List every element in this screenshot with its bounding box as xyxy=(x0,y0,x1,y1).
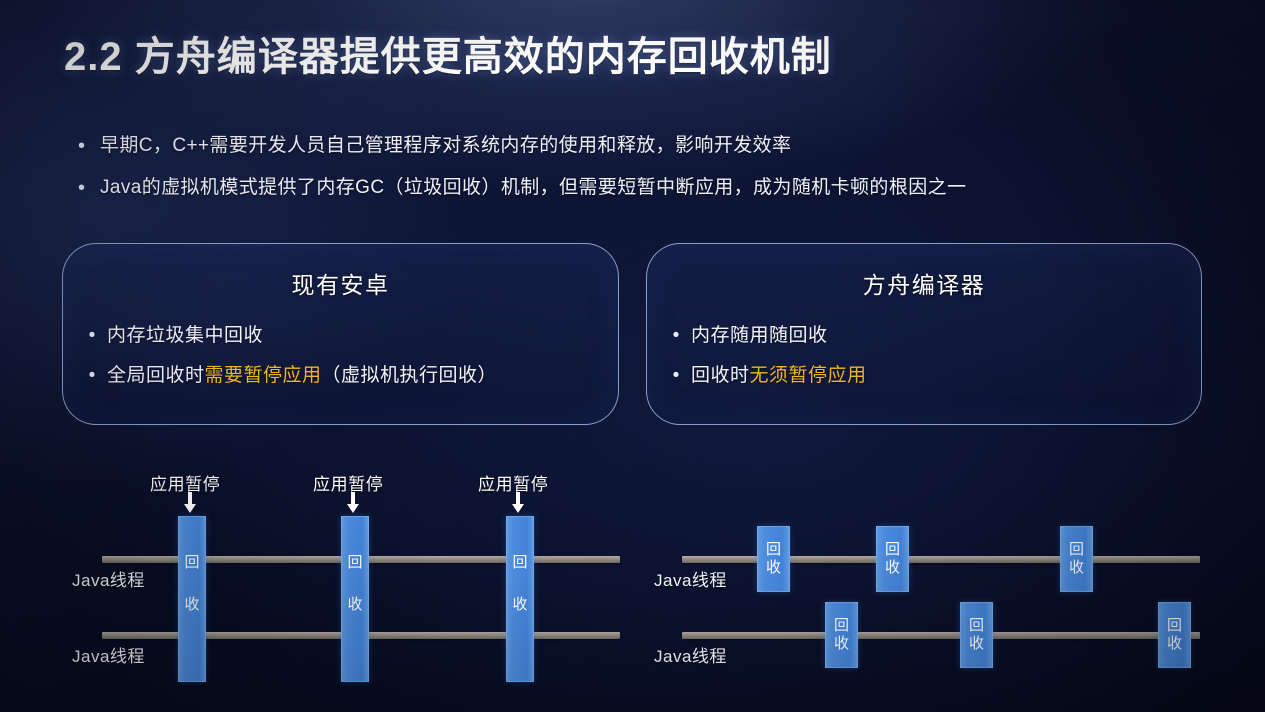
page-title: 2.2 方舟编译器提供更高效的内存回收机制 xyxy=(64,35,832,79)
gc-box: 回 收 xyxy=(876,526,909,592)
card-bullet-list: • 内存随用随回收 • 回收时无须暂停应用 xyxy=(647,322,1201,389)
gc-char: 收 xyxy=(765,559,781,576)
bullet-marker-icon: • xyxy=(672,365,680,386)
gc-char: 收 xyxy=(347,595,363,613)
highlight-text: 无须暂停应用 xyxy=(749,365,867,386)
gc-box: 回 收 xyxy=(1158,602,1191,668)
list-item: • Java的虚拟机模式提供了内存GC（垃圾回收）机制，但需要短暂中断应用，成为… xyxy=(78,174,1228,202)
highlight-text: 需要暂停应用 xyxy=(204,365,322,386)
gc-box: 回 收 xyxy=(960,602,993,668)
list-item: • 全局回收时需要暂停应用（虚拟机执行回收） xyxy=(77,362,618,389)
gc-char: 回 xyxy=(1166,617,1182,635)
timeline-diagram-existing-android: 应用暂停 应用暂停 应用暂停 Java线程 Java线程 回 收 回 收 回 xyxy=(72,475,620,682)
gc-char: 收 xyxy=(512,595,528,613)
gc-char: 收 xyxy=(833,635,849,652)
gc-char: 回 xyxy=(512,554,528,571)
gc-char: 收 xyxy=(1166,635,1182,652)
timeline-diagram-ark-compiler: Java线程 Java线程 回 收 回 收 回 收 回 收 回 收 回 收 xyxy=(640,0,1265,712)
gc-bar: 回 收 xyxy=(506,516,534,682)
bullet-marker-icon: • xyxy=(78,135,86,157)
gc-char: 回 xyxy=(765,541,781,559)
gc-char: 回 xyxy=(833,617,849,635)
card-title: 现有安卓 xyxy=(291,272,390,298)
card-bullet-text: 内存随用随回收 xyxy=(691,325,828,346)
thread-label: Java线程 xyxy=(654,647,727,666)
intro-bullet-list: • 早期C，C++需要开发人员自己管理程序对系统内存的使用和释放，影响开发效率 … xyxy=(78,132,1228,216)
thread-label: Java线程 xyxy=(72,571,145,590)
gc-box: 回 收 xyxy=(757,526,790,592)
gc-char: 收 xyxy=(884,559,900,576)
gc-box: 回 收 xyxy=(1060,526,1093,592)
thread-label: Java线程 xyxy=(72,647,145,666)
comparison-card-existing-android: 现有安卓 • 内存垃圾集中回收 • 全局回收时需要暂停应用（虚拟机执行回收） xyxy=(62,243,619,425)
gc-char: 回 xyxy=(1068,541,1084,559)
card-title: 方舟编译器 xyxy=(862,272,986,298)
list-item: • 内存随用随回收 xyxy=(661,322,1201,349)
list-item: • 回收时无须暂停应用 xyxy=(661,362,1201,389)
gc-box: 回 收 xyxy=(825,602,858,668)
down-arrow-icon xyxy=(183,492,197,514)
list-item: • 早期C，C++需要开发人员自己管理程序对系统内存的使用和释放，影响开发效率 xyxy=(78,132,1228,160)
pause-label: 应用暂停 xyxy=(478,475,549,494)
thread-line xyxy=(682,556,1200,563)
bullet-marker-icon: • xyxy=(88,325,96,346)
gc-char: 回 xyxy=(968,617,984,635)
pause-label: 应用暂停 xyxy=(313,475,384,494)
down-arrow-icon xyxy=(511,492,525,514)
gc-bar: 回 收 xyxy=(178,516,206,682)
bullet-marker-icon: • xyxy=(672,325,680,346)
card-bullet-text: 内存垃圾集中回收 xyxy=(107,325,264,346)
gc-char: 回 xyxy=(347,554,363,571)
gc-char: 收 xyxy=(1068,559,1084,576)
gc-char: 回 xyxy=(184,554,200,571)
gc-char: 回 xyxy=(884,541,900,559)
thread-label: Java线程 xyxy=(654,571,727,590)
card-bullet-text: 全局回收时需要暂停应用（虚拟机执行回收） xyxy=(107,365,498,386)
list-item: • 内存垃圾集中回收 xyxy=(77,322,618,349)
thread-line xyxy=(682,632,1200,639)
bullet-marker-icon: • xyxy=(88,365,96,386)
comparison-card-ark-compiler: 方舟编译器 • 内存随用随回收 • 回收时无须暂停应用 xyxy=(646,243,1202,425)
down-arrow-icon xyxy=(346,492,360,514)
gc-char: 收 xyxy=(184,595,200,613)
bullet-marker-icon: • xyxy=(78,177,86,199)
gc-bar: 回 收 xyxy=(341,516,369,682)
card-bullet-list: • 内存垃圾集中回收 • 全局回收时需要暂停应用（虚拟机执行回收） xyxy=(63,322,618,389)
card-bullet-text: 回收时无须暂停应用 xyxy=(691,365,867,386)
intro-bullet-text: 早期C，C++需要开发人员自己管理程序对系统内存的使用和释放，影响开发效率 xyxy=(100,135,792,156)
intro-bullet-text: Java的虚拟机模式提供了内存GC（垃圾回收）机制，但需要短暂中断应用，成为随机… xyxy=(100,177,967,198)
pause-label: 应用暂停 xyxy=(150,475,221,494)
gc-char: 收 xyxy=(968,635,984,652)
